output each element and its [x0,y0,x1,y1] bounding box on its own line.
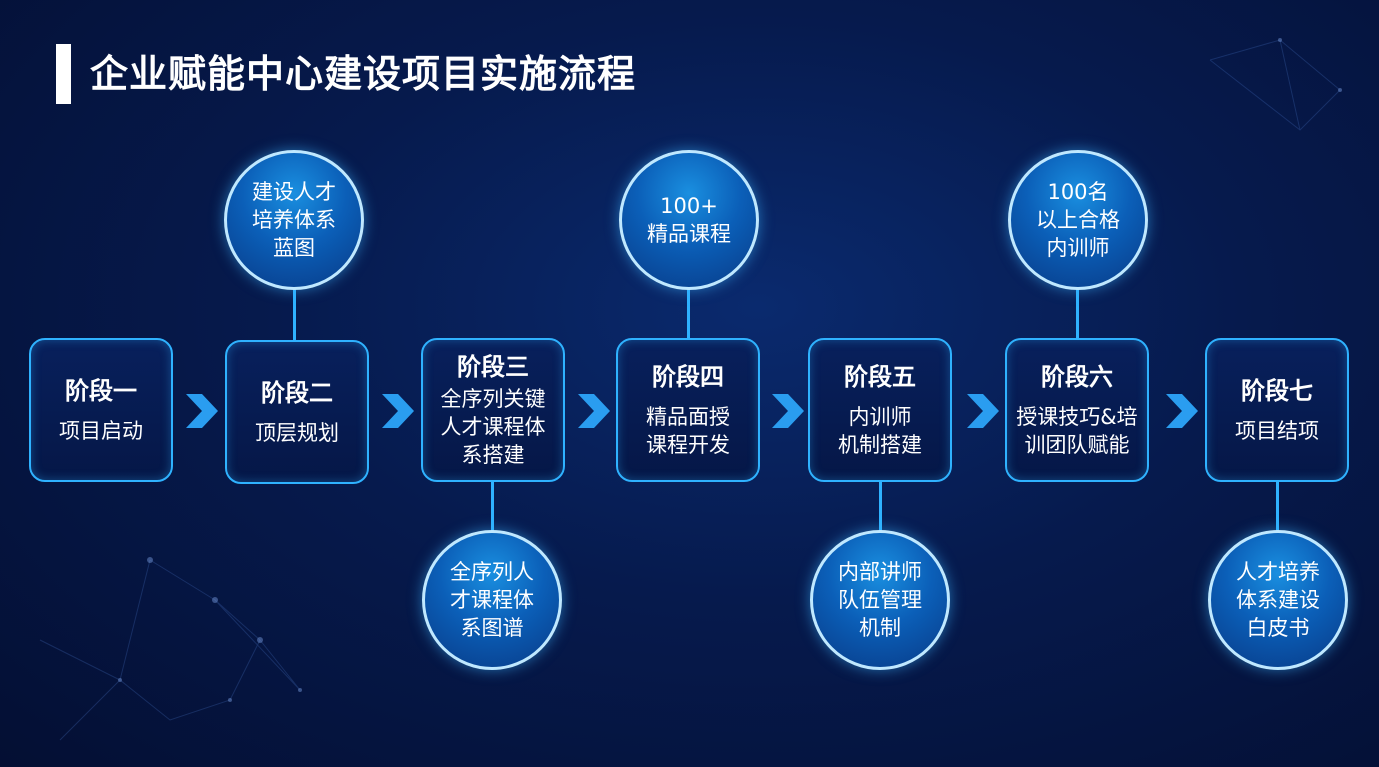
title-accent-bar [56,44,71,104]
stage-6: 阶段六 授课技巧&培 训团队赋能 [1005,338,1149,482]
page-title: 企业赋能中心建设项目实施流程 [90,52,637,96]
chevron-right-icon [186,394,218,428]
connector-stage-5-bottom [879,482,882,532]
stage-title: 阶段一 [65,377,137,405]
chevron-right-icon [578,394,610,428]
stage-2: 阶段二 顶层规划 [225,340,369,484]
output-text: 建设人才 培养体系 蓝图 [252,180,336,260]
stage-desc: 顶层规划 [255,421,339,445]
stage-1: 阶段一 项目启动 [29,338,173,482]
stage-title: 阶段二 [261,379,333,407]
stage-3: 阶段三 全序列关键 人才课程体 系搭建 [421,338,565,482]
connector-stage-3-bottom [491,482,494,532]
output-text: 人才培养 体系建设 白皮书 [1236,560,1320,640]
stage-desc: 项目启动 [59,419,143,443]
chevron-right-icon [967,394,999,428]
chevron-right-icon [382,394,414,428]
stage-title: 阶段三 [457,353,529,381]
output-circle-trainers: 100名 以上合格 内训师 [1008,150,1148,290]
stage-7: 阶段七 项目结项 [1205,338,1349,482]
connector-stage-6-top [1076,288,1079,338]
stage-title: 阶段五 [844,363,916,391]
connector-stage-2-top [293,288,296,340]
output-circle-whitepaper: 人才培养 体系建设 白皮书 [1208,530,1348,670]
connector-stage-7-bottom [1276,482,1279,532]
connector-stage-4-top [687,288,690,338]
output-text: 内部讲师 队伍管理 机制 [838,560,922,640]
stage-title: 阶段六 [1041,363,1113,391]
output-circle-blueprint: 建设人才 培养体系 蓝图 [224,150,364,290]
output-text: 全序列人 才课程体 系图谱 [450,560,534,640]
stage-desc: 精品面授 课程开发 [646,405,730,457]
stage-desc: 全序列关键 人才课程体 系搭建 [440,387,546,467]
output-circle-course-map: 全序列人 才课程体 系图谱 [422,530,562,670]
stage-desc: 项目结项 [1235,419,1319,443]
stage-5: 阶段五 内训师 机制搭建 [808,338,952,482]
output-circle-trainer-mechanism: 内部讲师 队伍管理 机制 [810,530,950,670]
output-circle-courses: 100+ 精品课程 [619,150,759,290]
stage-desc: 授课技巧&培 训团队赋能 [1016,405,1138,457]
output-text: 100+ 精品课程 [647,194,731,246]
stage-title: 阶段七 [1241,377,1313,405]
chevron-right-icon [1166,394,1198,428]
output-text: 100名 以上合格 内训师 [1036,180,1120,260]
stage-desc: 内训师 机制搭建 [838,405,922,457]
stage-4: 阶段四 精品面授 课程开发 [616,338,760,482]
chevron-right-icon [772,394,804,428]
stage-title: 阶段四 [652,363,724,391]
